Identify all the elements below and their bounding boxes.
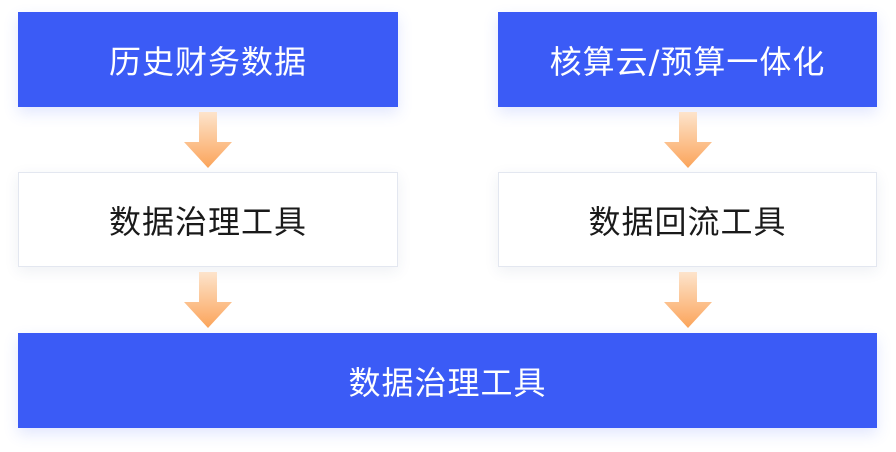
box-label: 核算云/预算一体化 [549,42,826,81]
historical-financial-data-box: 历史财务数据 [18,12,398,107]
data-governance-tool-bottom-box: 数据治理工具 [18,333,877,428]
box-label: 数据治理工具 [108,202,307,241]
box-label: 数据回流工具 [588,202,787,241]
data-backflow-tool-box: 数据回流工具 [498,172,877,267]
accounting-cloud-budget-box: 核算云/预算一体化 [498,12,877,107]
down-arrow-icon [664,112,712,168]
down-arrow-icon [664,272,712,328]
down-arrow-icon [184,272,232,328]
down-arrow-icon [184,112,232,168]
box-label: 历史财务数据 [108,42,307,81]
data-governance-tool-box: 数据治理工具 [18,172,398,267]
box-label: 数据治理工具 [348,363,547,402]
